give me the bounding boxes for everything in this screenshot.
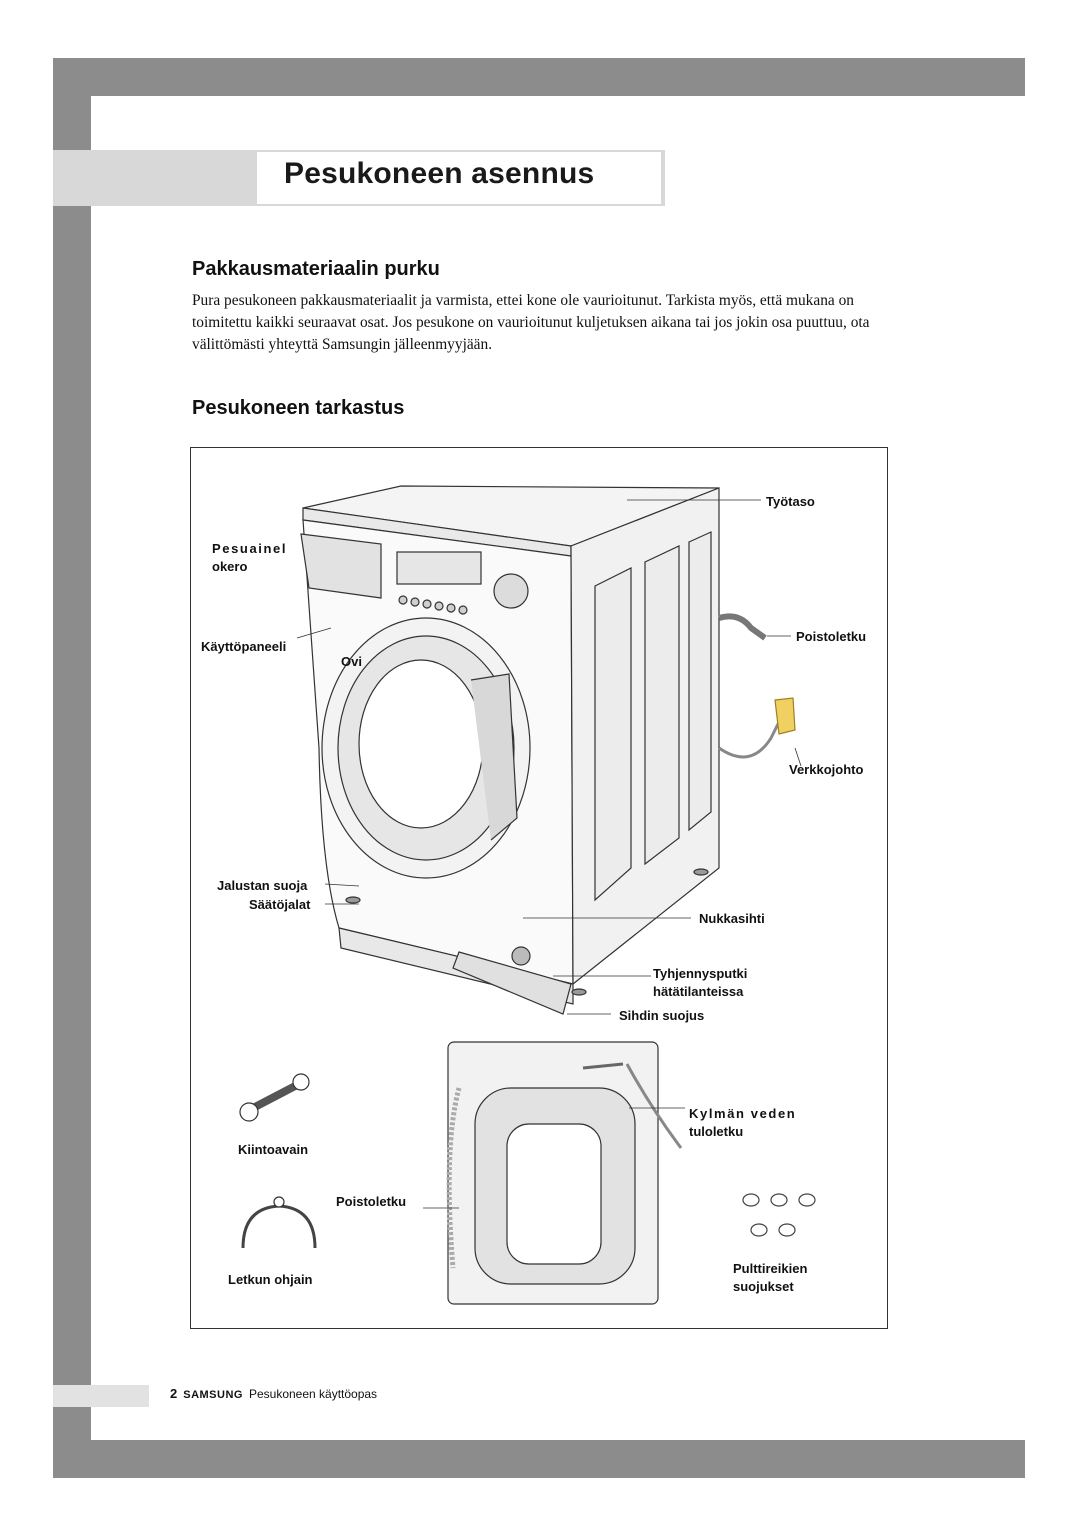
label-work-surface: Työtaso (766, 494, 815, 509)
brand-logo: SAMSUNG (183, 1389, 243, 1401)
page-frame-bottom (53, 1440, 1025, 1478)
label-filter-cover: Sihdin suojus (619, 1008, 705, 1023)
label-adjustable-feet: Säätöjalat (249, 897, 311, 912)
footer-band (53, 1385, 149, 1407)
label-base-cover: Jalustan suoja (217, 878, 308, 893)
washer-parts-figure: Työtaso Pesuainel okero Käyttöpaneeli Ov… (190, 447, 888, 1329)
page-frame-left (53, 58, 91, 1478)
title-box (257, 152, 665, 204)
footer-manual-title: Pesukoneen käyttöopas (248, 1387, 378, 1401)
label-drain-hose-rear: Poistoletku (336, 1194, 407, 1209)
page-footer: 2 SAMSUNG Pesukoneen käyttöopas (170, 1386, 377, 1401)
label-bolt-hole-caps-cont: suojukset (733, 1279, 794, 1294)
label-hose-guide: Letkun ohjain (228, 1272, 313, 1287)
page-number: 2 (170, 1386, 178, 1401)
label-drain-hose: Poistoletku (796, 629, 867, 644)
label-bolt-hole-caps: Pulttireikien (733, 1261, 808, 1276)
label-cold-water-hose: Kylmän veden (689, 1106, 797, 1121)
washer-illustration (239, 485, 816, 1305)
section-heading-unpacking: Pakkausmateriaalin purku (192, 258, 440, 280)
unpacking-paragraph: Pura pesukoneen pakkausmateriaalit ja va… (192, 292, 870, 353)
label-detergent-drawer-cont: okero (212, 559, 248, 574)
label-detergent-drawer: Pesuainel (212, 541, 288, 556)
label-lint-filter: Nukkasihti (699, 911, 765, 926)
label-emergency-drain-tube: Tyhjennysputki (653, 966, 748, 981)
label-cold-water-hose-cont: tuloletku (689, 1124, 744, 1139)
page-frame-top (53, 58, 1025, 96)
label-spanner: Kiintoavain (238, 1142, 309, 1157)
label-door: Ovi (341, 654, 362, 669)
label-power-cord: Verkkojohto (789, 762, 864, 777)
section-heading-inspection: Pesukoneen tarkastus (192, 397, 405, 419)
page-title: Pesukoneen asennus (284, 157, 595, 190)
label-emergency-drain-tube-cont: hätätilanteissa (653, 984, 744, 999)
label-control-panel: Käyttöpaneeli (201, 639, 287, 654)
